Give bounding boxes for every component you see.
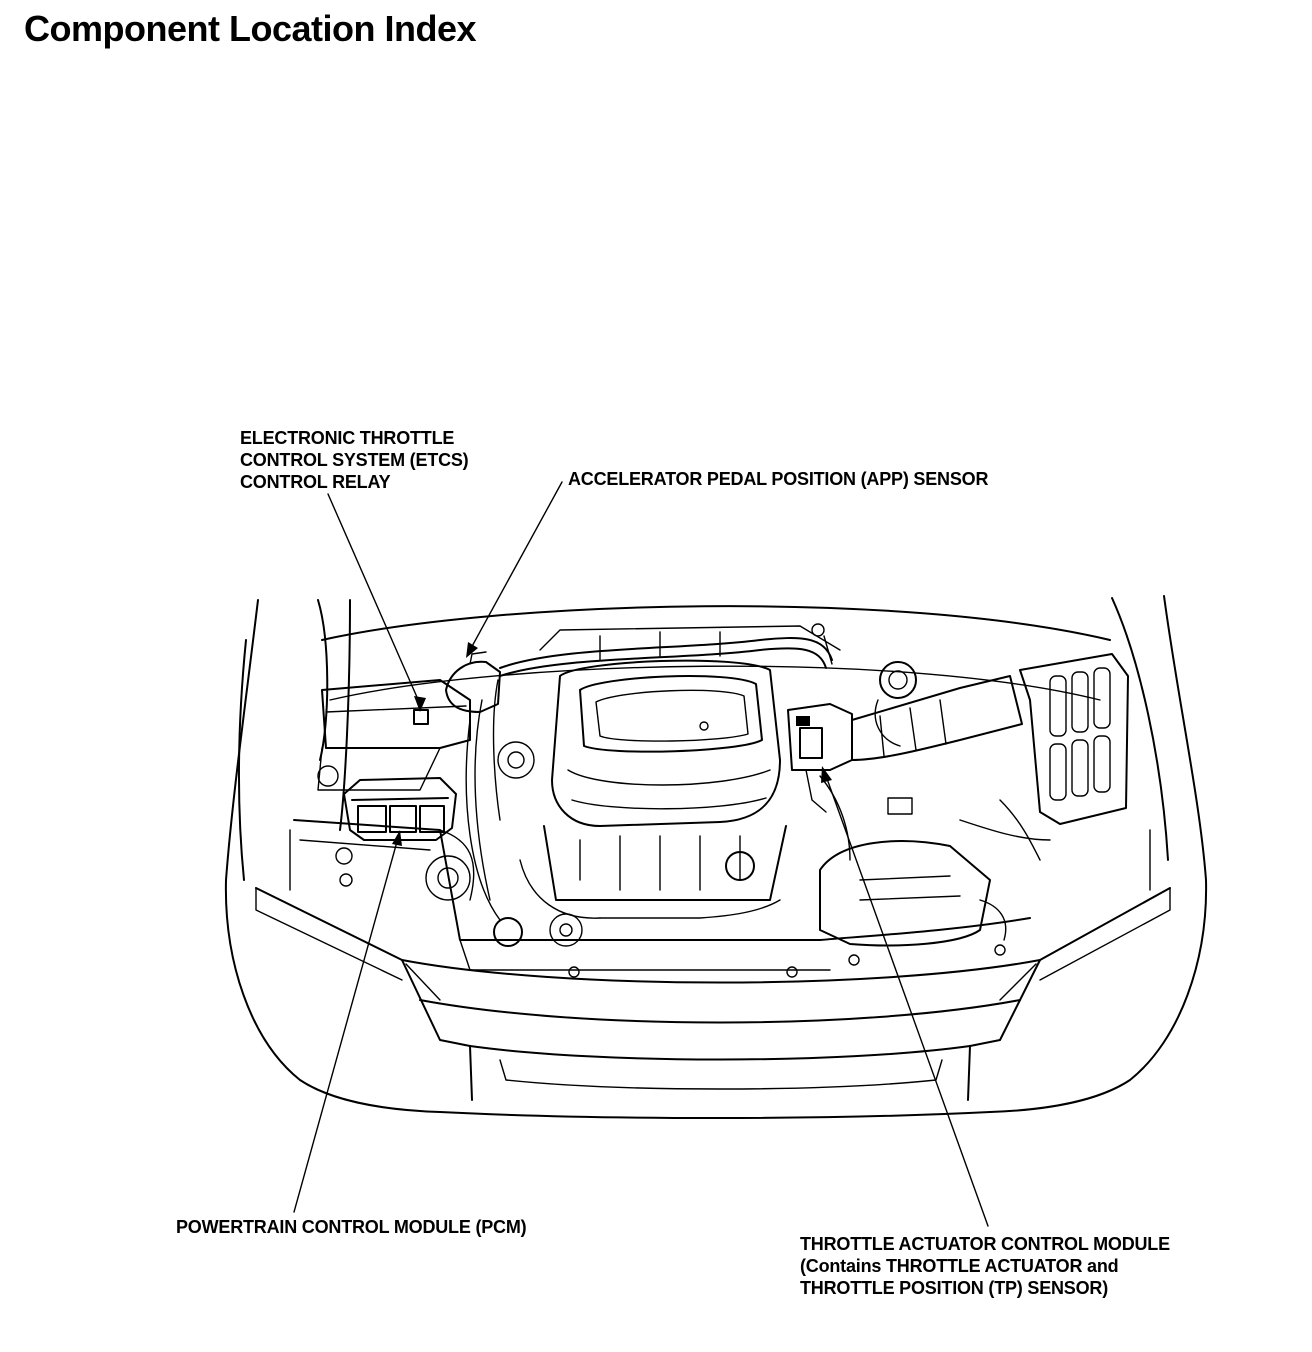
throttle-module-label: THROTTLE ACTUATOR CONTROL MODULE (Contai… [800, 1233, 1170, 1299]
front-bumper [255, 829, 1171, 1101]
etcs-relay-label-line3: CONTROL RELAY [240, 472, 391, 492]
pcm-arrowhead [392, 830, 402, 846]
vehicle-body-outline [224, 595, 1208, 1119]
app-sensor-label: ACCELERATOR PEDAL POSITION (APP) SENSOR [568, 468, 988, 490]
app-sensor-label-line1: ACCELERATOR PEDAL POSITION (APP) SENSOR [568, 469, 989, 489]
throttle-module-arrowhead [821, 766, 832, 783]
battery-area [819, 799, 1051, 947]
throttle-module-leader [825, 775, 989, 1227]
throttle-module-label-line2: (Contains THROTTLE ACTUATOR and [800, 1256, 1119, 1276]
etcs-relay-label-line1: ELECTRONIC THROTTLE [240, 428, 455, 448]
throttle-module-label-line1: THROTTLE ACTUATOR CONTROL MODULE [800, 1234, 1170, 1254]
page-title: Component Location Index [24, 8, 477, 49]
pcm-unit [343, 777, 475, 901]
throttle-body [787, 703, 853, 861]
engine [465, 625, 841, 947]
etcs-relay-label: ELECTRONIC THROTTLE CONTROL SYSTEM (ETCS… [240, 427, 469, 493]
etcs-relay-label-line2: CONTROL SYSTEM (ETCS) [240, 450, 469, 470]
air-intake [851, 653, 1129, 825]
fuse-box [317, 679, 471, 791]
etcs-relay-leader [327, 493, 421, 705]
pcm-label: POWERTRAIN CONTROL MODULE (PCM) [176, 1216, 527, 1238]
app-sensor-arrowhead [466, 642, 478, 658]
callout-leaders [293, 481, 989, 1227]
etcs-relay-arrowhead [414, 696, 426, 712]
pcm-label-line1: POWERTRAIN CONTROL MODULE (PCM) [176, 1217, 527, 1237]
throttle-module-label-line3: THROTTLE POSITION (TP) SENSOR) [800, 1278, 1108, 1298]
app-sensor-leader [469, 481, 563, 651]
pcm-leader [293, 837, 399, 1213]
app-sensor-harness [445, 623, 833, 713]
radiator-support [293, 819, 1031, 978]
